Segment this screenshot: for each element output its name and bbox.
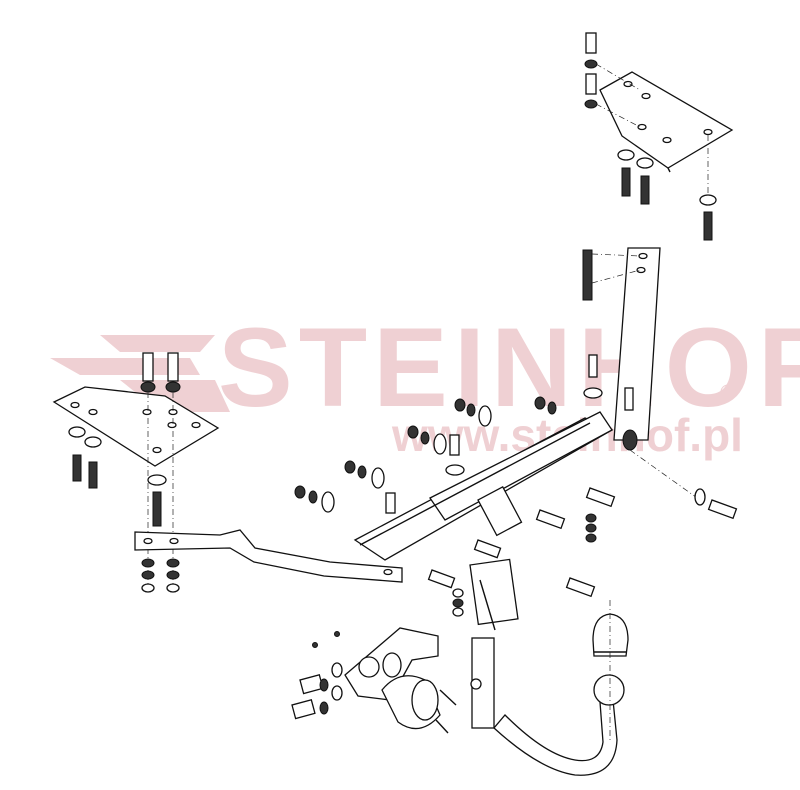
main-cross-beam — [294, 396, 616, 598]
tow-ball — [593, 674, 625, 706]
right-side-bracket-arm — [582, 247, 738, 520]
steinhof-watermark: STEINHOF — [218, 305, 800, 430]
electrical-socket — [381, 675, 457, 734]
detachable-tow-ball-neck — [470, 637, 625, 776]
electrical-socket-plate — [291, 627, 439, 720]
registered-mark: ® — [720, 380, 737, 405]
right-mounting-plate — [584, 32, 734, 241]
left-mounting-plate — [52, 352, 220, 590]
left-side-bracket-arm — [134, 529, 403, 593]
tow-ball-cap — [592, 600, 629, 740]
tow-ball-receiver — [452, 558, 519, 631]
beam-hardware — [294, 396, 616, 598]
release-knob — [470, 678, 482, 690]
